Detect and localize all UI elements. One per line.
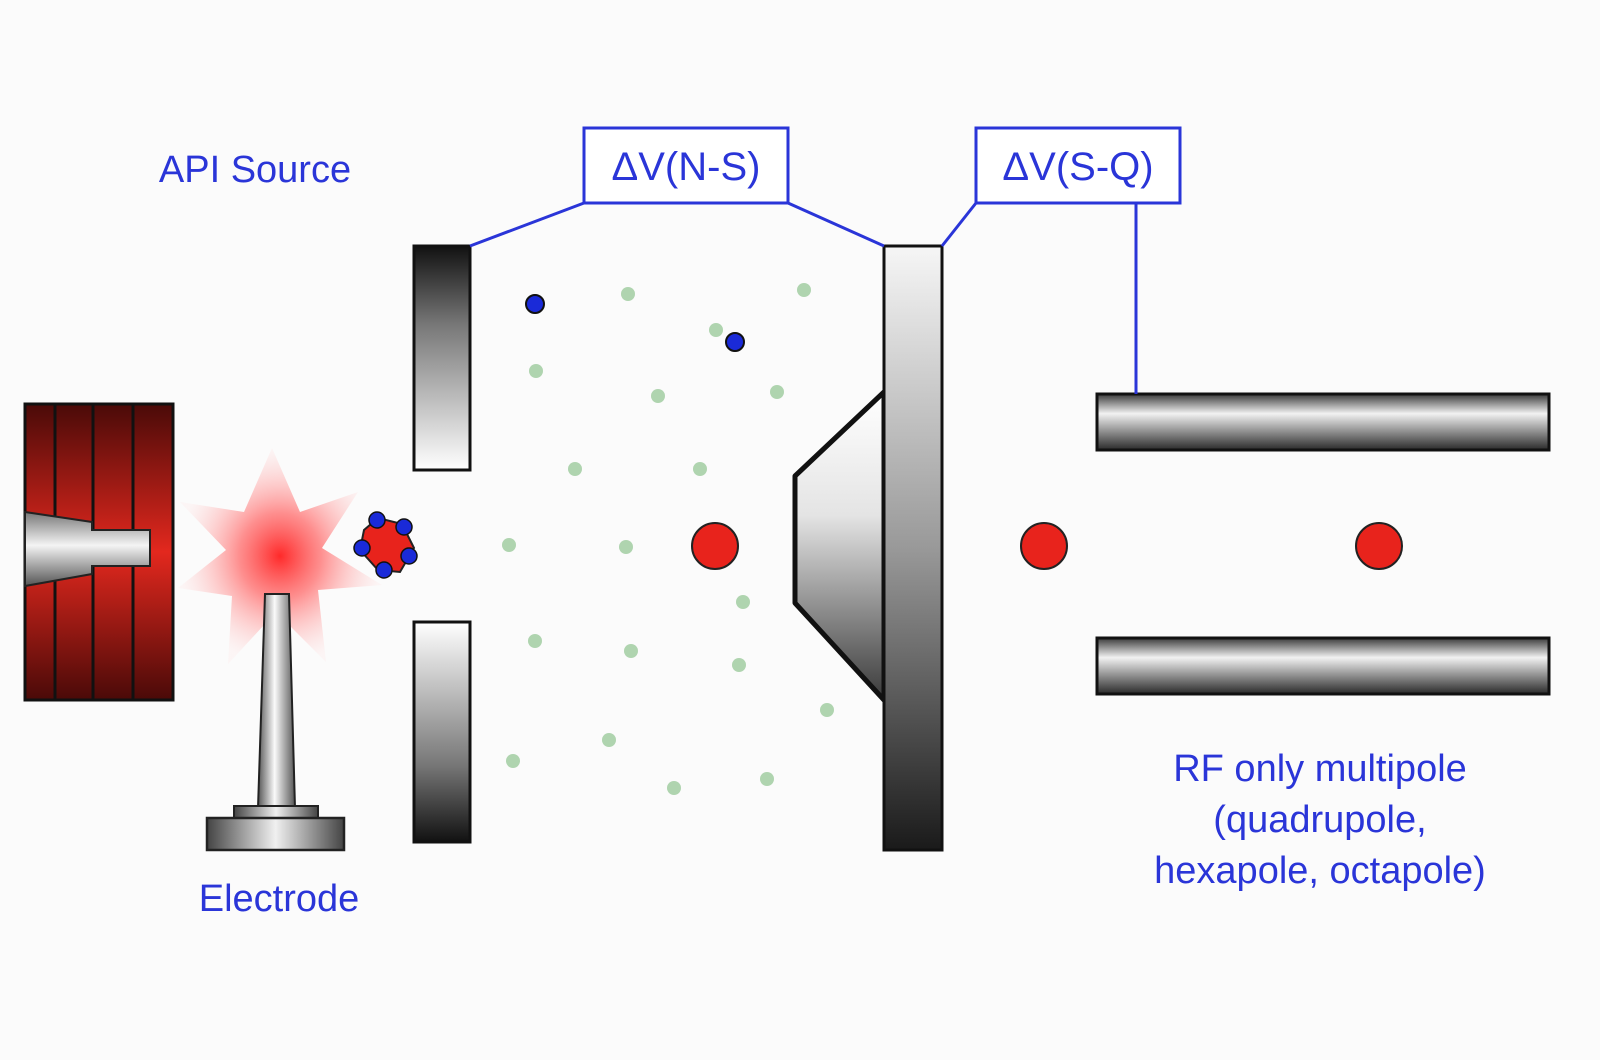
neutral-molecule [528,634,542,648]
neutral-molecule [797,283,811,297]
api-source-label: API Source [159,149,351,191]
dv-ns-box [582,126,790,205]
electrode [205,593,346,852]
neutral-molecule [529,364,543,378]
neutral-molecule [619,540,633,554]
neutral-molecule [820,703,834,717]
small-ion [525,294,545,314]
electrode-label: Electrode [199,878,360,920]
neutral-molecule [651,389,665,403]
neutral-molecule [624,644,638,658]
analyte-ion [691,522,739,570]
dv-ns-label: ΔV(N-S) [612,145,761,189]
neutral-molecule [760,772,774,786]
neutral-molecule [770,385,784,399]
rf-multipole-label-line1: RF only multipole [1173,748,1467,790]
charged-droplet [353,511,418,579]
dv-sq-box [974,126,1182,205]
analyte-ion [1020,522,1068,570]
neutral-molecule [732,658,746,672]
neutral-molecule [621,287,635,301]
small-ion [725,332,745,352]
spray-nozzle [24,510,151,588]
voltage-connectors [469,201,1138,394]
multipole-rod-top [1095,392,1551,452]
multipole-rod-bottom [1095,636,1551,696]
neutral-molecule [502,538,516,552]
analyte-ion [1355,522,1403,570]
neutral-molecule [667,781,681,795]
spray-glow [178,448,382,664]
sampling-cone-wall [882,244,944,852]
rf-multipole-label-line2: (quadrupole, [1213,799,1426,841]
neutral-molecule [506,754,520,768]
neutral-molecule [602,733,616,747]
dv-sq-label: ΔV(S-Q) [1002,145,1153,189]
skimmer-plate-top [412,244,472,472]
neutral-molecule [568,462,582,476]
rf-multipole-label-line3: hexapole, octapole) [1154,850,1486,892]
neutral-molecules [502,283,834,795]
neutral-molecule [693,462,707,476]
skimmer-plate-bottom [412,620,472,844]
neutral-molecule [736,595,750,609]
sampling-cone [792,389,887,703]
neutral-molecule [709,323,723,337]
